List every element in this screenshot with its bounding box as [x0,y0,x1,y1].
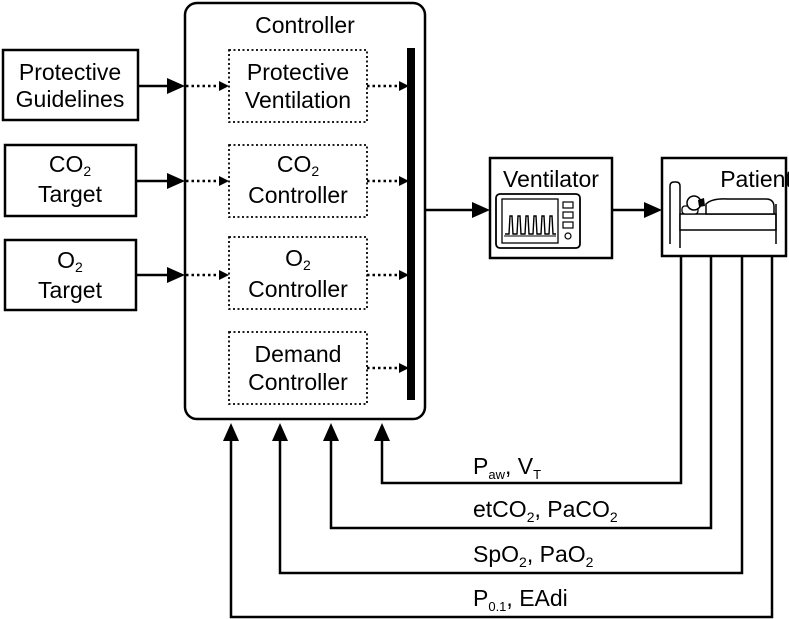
protective-ventilation-line1: Protective [247,59,349,85]
protective-guidelines-box: Protective Guidelines [1,48,140,122]
demand-controller-line2: Controller [248,369,348,395]
co2-target-line1: CO2 [49,151,92,179]
summing-bus-bar [407,48,415,400]
inner-dotted-connectors [186,81,229,280]
ventilator-to-patient-arrow [612,202,662,218]
co2-target-line2: Target [38,181,103,207]
feedback-path-2 [323,256,713,530]
feedback-label-paw-vt: Paw, VT [473,453,541,482]
module-to-bus-connectors [367,81,409,373]
protective-ventilation-module: Protective Ventilation [228,49,368,123]
o2-target-line2: Target [38,277,103,303]
co2-controller-line2: Controller [248,182,348,208]
bus-to-ventilator-arrow [426,202,490,218]
o2-target-line1: O2 [57,247,83,275]
feedback-label-etco2-paco2: etCO2, PaCO2 [473,496,618,525]
feedback-path-1 [374,256,683,485]
patient-bed-icon [669,181,777,248]
ventilator-monitor-icon [495,193,581,249]
o2-controller-module: O2 Controller [228,236,368,310]
ventilator-label: Ventilator [503,166,599,192]
co2-controller-module: CO2 Controller [228,144,368,218]
protective-guidelines-line1: Protective [19,59,121,85]
feedback-label-p01-eadi: P0.1, EAdi [473,585,568,614]
feedback-path-4 [223,256,774,619]
demand-controller-module: Demand Controller [228,331,368,405]
o2-controller-line1: O2 [285,245,311,273]
o2-controller-line2: Controller [248,276,348,302]
feedback-label-spo2-pao2: SpO2, PaO2 [473,541,594,570]
input-arrows [136,78,185,283]
o2-target-box: O2 Target [3,238,138,312]
co2-controller-line1: CO2 [277,151,320,179]
patient-label: Patient [720,166,789,192]
protective-guidelines-line2: Guidelines [16,86,125,112]
protective-ventilation-line2: Ventilation [245,87,351,113]
demand-controller-line1: Demand [255,341,342,367]
feedback-path-3 [272,256,744,575]
controller-title: Controller [255,12,355,38]
co2-target-box: CO2 Target [3,143,138,218]
